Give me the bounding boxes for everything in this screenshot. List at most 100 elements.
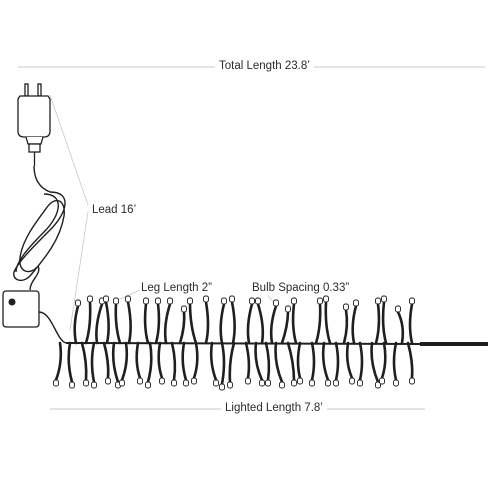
bulb-icon [113,297,119,305]
bulb-icon [375,381,381,389]
bulb-leg-wire [392,341,398,382]
bulb-icon [187,297,193,305]
bulb-icon [395,305,401,313]
bulb-leg-wire [143,302,150,345]
bulb-leg-wire [406,341,414,380]
bulb-leg-wire [135,341,142,380]
bulb-leg-wire [314,302,322,345]
bulb-icon [91,381,97,389]
lead-leader-line-left [49,94,89,206]
bulb-icon [155,297,161,305]
bulb-icon [53,379,59,387]
bulb-leg-wire [54,341,63,382]
lead-wire-coil [13,165,66,291]
bulb-icon [381,295,387,303]
bulb-icon [279,381,285,389]
bulb-icon [291,297,297,305]
bulb-leg-wire [321,341,330,382]
leg-length-label: Leg Length 2” [141,281,212,295]
bulb-icon [171,379,177,387]
bulb-icon [255,297,261,305]
bulb-leg-wire [256,302,265,345]
bulb-leg-wire [90,341,96,384]
bulb-leg-wire [126,300,132,345]
power-plug-icon [17,83,51,166]
total-length-label: Total Length 23.8’ [215,59,314,73]
bulb-icon [213,379,219,387]
bulb-icon [297,377,303,385]
bulb-icon [145,381,151,389]
bulb-icon [119,379,125,387]
bulb-leg-wire [219,302,226,345]
bulb-leg-wire [204,300,210,345]
bulb-icon [379,377,385,385]
bulb-leg-wire [381,300,388,345]
bulb-icon [183,379,189,387]
bulb-icon [103,295,109,303]
bulb-leg-wire [324,300,332,345]
bulb-leg-wire [146,341,153,384]
bulb-icon [409,377,415,385]
bulb-icon [87,295,93,303]
bulb-leg-wire [269,304,278,345]
bulb-leg-wire [102,341,110,380]
bulb-icon [325,379,331,387]
bulb-icon [75,299,81,307]
bulb-icon [227,381,233,389]
bulb-leg-wire [192,341,199,380]
bulb-leg-wire [114,302,122,345]
bulb-leg-wire [104,300,110,345]
bulb-icon [69,381,75,389]
bulb-leg-wire [264,341,271,382]
bulb-leg-wire [178,310,186,345]
bulb-spacing-label: Bulb Spacing 0.33” [252,281,350,295]
bulb-icon [409,297,415,305]
lead-leader-line-right [69,211,89,331]
bulb-leg-wire [157,341,164,380]
bulb-leg-wire [67,341,74,384]
bulb-leg-wire [396,310,405,345]
bulb-leg-wire [154,302,161,345]
bulb-leg-wire [296,341,302,380]
bulb-leg-wire [274,341,284,384]
bulb-icon [229,295,235,303]
bulb-icon [375,297,381,305]
bulb-icon [137,377,143,385]
bulb-legs [53,295,415,391]
bulb-icon [309,379,315,387]
bulb-icon [105,377,111,385]
bulb-leg-wire [342,308,349,345]
bulb-icon [393,379,399,387]
bulb-icon [181,305,187,313]
bulb-icon [167,297,173,305]
bulb-leg-wire [230,300,236,345]
bulb-leg-wire [209,341,218,382]
bulb-icon [219,383,225,391]
bulb-leg-wire [351,304,358,345]
bulb-leg-wire [254,341,264,382]
bulb-leg-wire [334,341,340,382]
bulb-leg-wire [244,341,251,380]
bulb-icon [317,297,323,305]
bulb-icon [221,297,227,305]
bulb-leg-wire [358,341,364,382]
bulb-leg-wire [181,341,188,382]
bulb-leg-wire [280,310,290,345]
bulb-icon [333,379,339,387]
bulb-leg-wire [220,341,226,386]
bulb-leg-wire [370,341,380,384]
bulb-icon [125,295,131,303]
bulb-leg-wire [374,302,381,345]
bulb-leg-wire [246,302,254,345]
bulb-leg-wire [111,341,120,384]
bulb-leg-wire [163,302,172,345]
bulb-icon [353,299,359,307]
bulb-leg-wire [310,341,316,382]
bulb-icon [245,377,251,385]
bulb-leg-wire [380,341,387,380]
bulb-icon [203,295,209,303]
controller-box-icon [2,290,40,328]
lighted-length-label: Lighted Length 7.8’ [221,401,327,415]
bulb-icon [259,379,265,387]
